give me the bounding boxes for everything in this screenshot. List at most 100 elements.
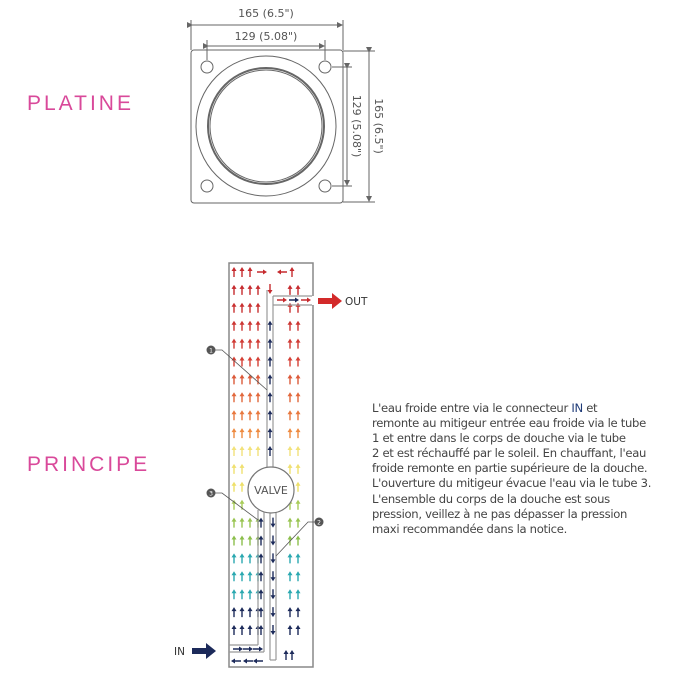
flow-arrow-up — [295, 463, 301, 474]
flow-arrow-up — [267, 392, 273, 403]
flow-arrow-up — [239, 374, 245, 385]
flow-arrow-up — [289, 650, 295, 660]
plate-outer-ring — [195, 55, 337, 197]
flow-arrow-up — [239, 320, 245, 331]
plate-inner-ring — [207, 67, 325, 185]
flow-arrow-up — [295, 356, 301, 367]
flow-arrow-up — [287, 410, 293, 421]
dim-outer-width: 165 (6.5") — [238, 7, 294, 20]
flow-arrow-up — [239, 338, 245, 349]
flow-arrow-up — [255, 284, 261, 295]
flow-arrow-up — [247, 356, 253, 367]
flow-arrow-up — [295, 571, 301, 582]
flow-arrow-up — [287, 517, 293, 528]
tube-marker-3 — [206, 488, 216, 498]
flow-arrow-up — [255, 428, 261, 439]
flow-arrow-up — [258, 571, 264, 582]
flow-arrow-up — [247, 392, 253, 403]
flow-arrow-up — [239, 284, 245, 295]
flow-arrow-up — [231, 374, 237, 385]
flow-arrow-up — [295, 338, 301, 349]
flow-arrow-up — [295, 410, 301, 421]
flow-arrow-up — [258, 517, 264, 528]
tube-marker-2 — [314, 517, 324, 527]
flow-arrow-down — [270, 535, 276, 546]
flow-arrow-up — [231, 571, 237, 582]
flow-arrow-up — [247, 374, 253, 385]
description-in-word: IN — [571, 401, 583, 415]
flow-arrow-up — [287, 446, 293, 456]
dim-hole-height: 129 (5.08") — [350, 95, 363, 158]
flow-arrow-up — [231, 517, 237, 528]
tube-marker-1-label: 1 — [209, 348, 213, 355]
flow-arrow-up — [247, 535, 253, 546]
flow-arrow-up — [231, 392, 237, 403]
dim-hole-width: 129 (5.08") — [235, 30, 298, 43]
flow-arrow-up — [287, 428, 293, 439]
flow-arrow-up — [239, 481, 245, 492]
flow-arrow-up — [231, 356, 237, 367]
flow-arrow-up — [255, 302, 261, 313]
flow-arrow-up — [239, 356, 245, 367]
flow-arrow-up — [267, 320, 273, 331]
flow-arrow-up — [295, 320, 301, 331]
flow-arrow-up — [231, 446, 237, 456]
flow-arrow-up — [247, 589, 253, 600]
tube-marker-3-label: 3 — [209, 491, 213, 498]
flow-arrow-up — [239, 625, 245, 635]
flow-arrow-up — [287, 589, 293, 600]
flow-arrow-up — [247, 267, 253, 277]
flow-arrow-down — [270, 517, 276, 528]
flow-arrow-up — [258, 553, 264, 564]
flow-arrow-up — [295, 481, 301, 492]
flow-arrow-up — [267, 356, 273, 367]
plate-outline — [190, 49, 344, 204]
flow-arrow-right — [277, 297, 287, 303]
flow-arrow-up — [295, 428, 301, 439]
flow-arrow-up — [231, 607, 237, 618]
flow-arrow-up — [295, 589, 301, 600]
section-title-platine: PLATINE — [27, 92, 134, 115]
flow-arrow-right — [233, 646, 243, 652]
flow-arrow-left — [277, 269, 287, 275]
flow-arrow-up — [239, 499, 245, 510]
flow-arrow-up — [239, 446, 245, 456]
flow-arrow-up — [231, 338, 237, 349]
plate-inner-ring-2 — [209, 69, 323, 183]
flow-arrow-up — [295, 392, 301, 403]
flow-arrow-down — [270, 553, 276, 564]
flow-arrow-up — [287, 625, 293, 635]
flow-arrow-up — [239, 517, 245, 528]
description-text: L'eau froide entre via le connecteur — [372, 401, 572, 415]
out-arrow-icon — [318, 293, 342, 309]
out-label: OUT — [345, 296, 368, 308]
flow-arrow-up — [247, 553, 253, 564]
flow-arrow-up — [231, 625, 237, 635]
flow-arrow-up — [267, 446, 273, 456]
flow-arrow-up — [258, 589, 264, 600]
description-text-cont: et remonte au mitigeur entrée eau froide… — [372, 401, 652, 536]
flow-arrow-up — [267, 338, 273, 349]
flow-arrow-up — [287, 284, 293, 295]
flow-arrow-up — [239, 571, 245, 582]
flow-arrow-up — [247, 338, 253, 349]
flow-arrow-up — [231, 499, 237, 510]
flow-arrow-up — [231, 284, 237, 295]
flow-arrow-up — [231, 320, 237, 331]
flow-arrow-up — [231, 302, 237, 313]
flow-arrow-up — [247, 284, 253, 295]
flow-arrow-right — [289, 297, 299, 303]
tube-marker-1 — [206, 345, 216, 355]
flow-arrow-up — [295, 607, 301, 618]
flow-arrow-up — [247, 320, 253, 331]
flow-arrow-left — [231, 658, 241, 664]
flow-arrow-up — [247, 428, 253, 439]
flow-arrow-down — [267, 284, 273, 294]
mount-hole — [200, 60, 214, 74]
flow-arrow-up — [255, 356, 261, 367]
flow-arrow-up — [247, 446, 253, 456]
tube-marker-2-label: 2 — [317, 520, 321, 527]
plate-drawing — [187, 20, 375, 204]
flow-arrow-up — [295, 446, 301, 456]
